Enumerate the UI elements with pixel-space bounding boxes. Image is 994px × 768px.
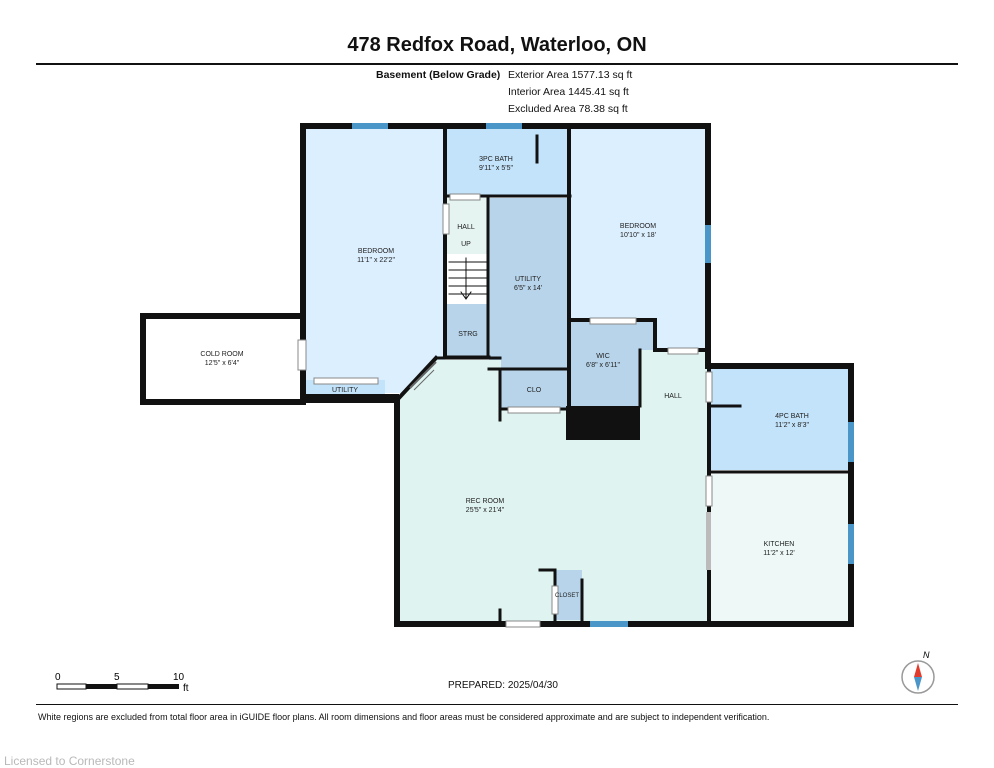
door-4pc — [705, 371, 713, 403]
compass-north-label: N — [923, 650, 930, 660]
closet-fill — [554, 570, 582, 620]
scale-unit: ft — [183, 683, 189, 694]
window-bath-4pc — [848, 422, 854, 462]
walls — [140, 123, 854, 627]
door-wic — [589, 317, 637, 325]
door-closet — [551, 585, 559, 615]
hall-right-name: HALL — [664, 393, 682, 400]
mechanical-block — [566, 406, 640, 440]
scale-label-5: 5 — [114, 672, 120, 683]
wic-name: WIC — [596, 353, 610, 360]
kitchen-counter — [706, 512, 711, 570]
bedroom-right-fill — [570, 128, 707, 320]
door-bedroom-closet — [313, 377, 379, 385]
window-bedroom-right — [705, 225, 711, 263]
window-kitchen — [848, 524, 854, 564]
wic-dims: 6'8" x 6'11" — [586, 362, 620, 369]
window-rec — [590, 621, 628, 627]
prepared-date: PREPARED: 2025/04/30 — [448, 680, 558, 691]
kitchen-name: KITCHEN — [764, 541, 795, 548]
window-bath-3pc — [486, 123, 522, 129]
room-fills — [145, 128, 850, 622]
excluded-area: Excluded Area 78.38 sq ft — [508, 103, 628, 115]
hall-top-name: HALL — [457, 224, 475, 231]
level-label: Basement (Below Grade) — [376, 69, 501, 81]
title-divider — [36, 63, 958, 65]
door-rec-front — [505, 620, 541, 628]
cold-room-name: COLD ROOM — [200, 351, 243, 358]
bedroom-left-dims: 11'1" x 22'2" — [357, 257, 395, 264]
hall-top-fill — [447, 196, 487, 254]
rec-room-dims: 25'5" x 21'4" — [466, 507, 505, 514]
utility-center-name: UTILITY — [515, 276, 541, 283]
bedroom-right-name: BEDROOM — [620, 223, 656, 230]
utility-center-dims: 6'5" x 14' — [514, 285, 542, 292]
interior-area: Interior Area 1445.41 sq ft — [508, 86, 629, 98]
bath-3pc-name: 3PC BATH — [479, 156, 513, 163]
door-clo — [507, 406, 561, 414]
bedroom-left-name: BEDROOM — [358, 248, 394, 255]
door-hall-top — [442, 203, 450, 235]
rec-room-name: REC ROOM — [466, 498, 505, 505]
bath-4pc-fill — [710, 366, 850, 470]
scale-bar: 0 5 10 ft — [55, 672, 189, 694]
license-watermark: Licensed to Cornerstone — [4, 754, 135, 768]
bath-4pc-dims: 11'2" x 8'3" — [775, 422, 809, 429]
stairs-label: UP — [461, 241, 471, 248]
door-bath-3pc — [449, 193, 481, 201]
kitchen-dims: 11'2" x 12' — [763, 550, 795, 557]
opening-kitchen — [705, 475, 713, 507]
door-cold-room — [297, 339, 307, 371]
wall-rec-diag — [394, 355, 439, 403]
bedroom-left-fill — [305, 128, 445, 393]
doors — [297, 193, 713, 628]
scale-seg-3 — [116, 683, 149, 690]
room-labels: BEDROOM 11'1" x 22'2" 3PC BATH 9'11" x 5… — [200, 156, 809, 599]
rec-room-fill — [400, 360, 708, 622]
bedroom-right-dims: 10'10" x 18' — [620, 232, 656, 239]
exterior-area: Exterior Area 1577.13 sq ft — [508, 69, 633, 81]
windows — [352, 123, 854, 627]
clo-fill — [501, 370, 568, 408]
bath-3pc-fill — [447, 128, 568, 196]
clo-name: CLO — [527, 387, 542, 394]
scale-seg-1 — [56, 683, 87, 690]
door-swing-rec — [413, 369, 435, 391]
window-bedroom-left — [352, 123, 388, 129]
bedroom-right-fill-lower — [655, 320, 707, 350]
disclaimer-text: White regions are excluded from total fl… — [38, 712, 770, 722]
stair-arrowhead — [460, 291, 472, 300]
bath-4pc-name: 4PC BATH — [775, 413, 809, 420]
storage-name: STRG — [458, 331, 477, 338]
page-title: 478 Redfox Road, Waterloo, ON — [347, 34, 647, 56]
cold-room-fill — [145, 318, 300, 400]
kitchen-fill — [710, 474, 850, 622]
utility-center-fill — [489, 198, 569, 368]
utility-small-name: UTILITY — [332, 387, 358, 394]
scale-label-10: 10 — [173, 672, 185, 683]
scale-seg-2 — [86, 684, 117, 689]
scale-seg-4 — [148, 684, 179, 689]
cold-room-dims: 12'5" x 6'4" — [205, 360, 240, 367]
door-swing-bedroom — [409, 361, 437, 389]
bath-3pc-dims: 9'11" x 5'5" — [479, 165, 513, 172]
compass-icon: N — [901, 650, 935, 694]
closet-name: CLOSET — [555, 593, 579, 599]
scale-label-0: 0 — [55, 672, 61, 683]
outer-wall-top — [300, 123, 854, 627]
storage-fill — [447, 304, 489, 356]
footer-divider — [36, 704, 958, 705]
door-hall-right — [667, 347, 699, 355]
